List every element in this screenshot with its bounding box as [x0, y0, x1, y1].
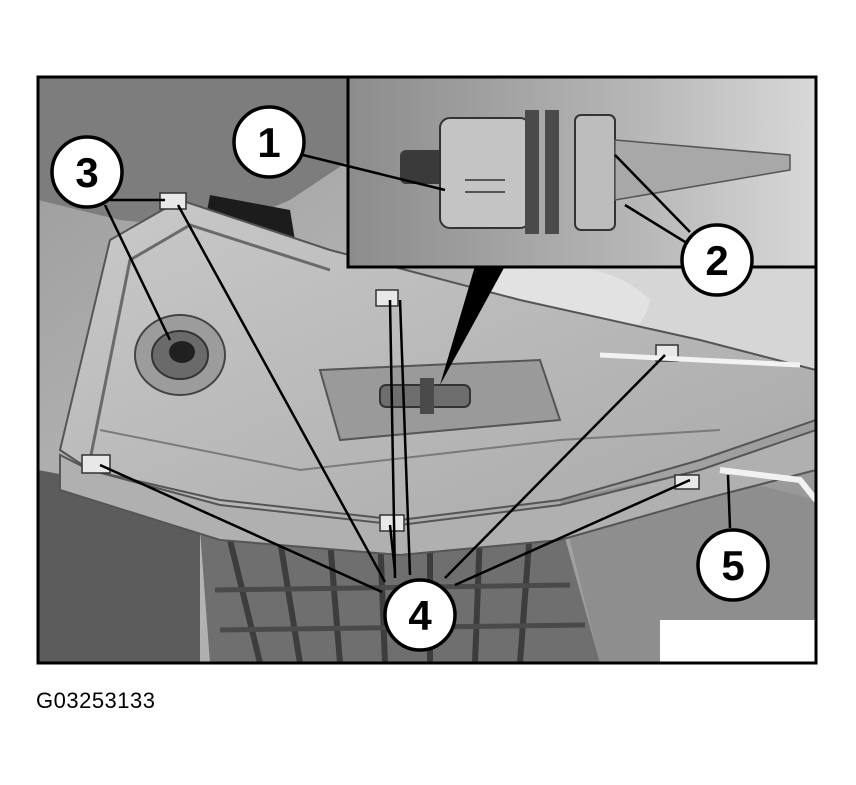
callout-3-label: 3	[75, 149, 98, 196]
callout-5: 5	[696, 528, 770, 602]
callout-4: 4	[383, 578, 457, 652]
leader-lines	[99, 153, 732, 594]
callout-3: 3	[50, 135, 124, 209]
callout-2: 2	[680, 223, 754, 297]
figure-id: G03253133	[36, 688, 156, 713]
callout-2-label: 2	[705, 237, 728, 284]
callout-4-label: 4	[408, 592, 432, 639]
callout-1: 1	[232, 105, 306, 179]
callout-5-label: 5	[721, 542, 744, 589]
splash-shield	[58, 192, 816, 557]
rubber-grommet	[134, 314, 226, 396]
callout-1-label: 1	[257, 119, 280, 166]
